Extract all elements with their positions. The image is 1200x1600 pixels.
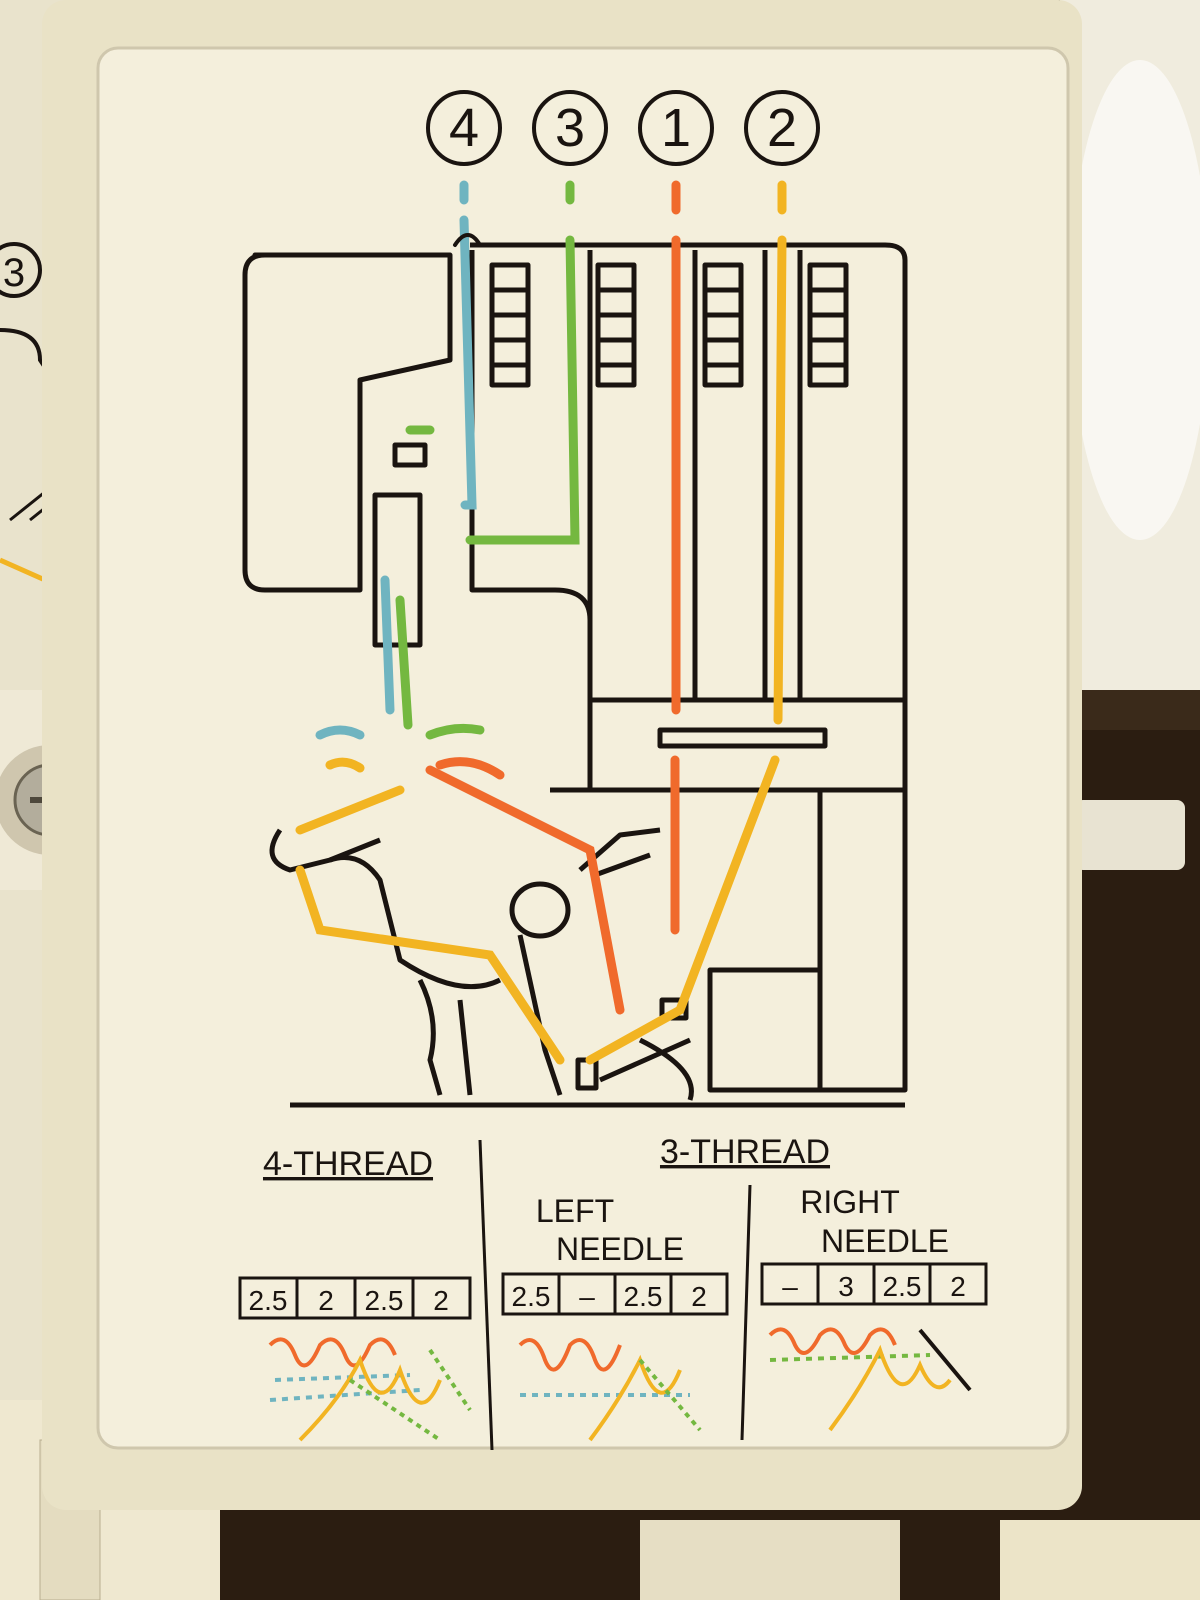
three-thread-heading: 3-THREAD — [660, 1133, 830, 1171]
thread-number-4: 4 — [449, 98, 479, 158]
side-number: 3 — [3, 251, 25, 295]
setting-value: 2.5 — [883, 1271, 922, 1302]
left-needle-label-2: NEEDLE — [556, 1231, 684, 1267]
thread-path-orange — [675, 185, 676, 930]
setting-value: – — [579, 1281, 595, 1312]
right-latch — [1075, 800, 1185, 870]
setting-value: 2.5 — [512, 1281, 551, 1312]
setting-value: 2.5 — [249, 1285, 288, 1316]
left-needle-label-1: LEFT — [536, 1193, 614, 1229]
setting-value: 2 — [433, 1285, 449, 1316]
setting-value: 2 — [950, 1271, 966, 1302]
four-thread-heading: 4-THREAD — [263, 1145, 433, 1183]
right-needle-label-1: RIGHT — [800, 1184, 900, 1220]
setting-value: 2.5 — [624, 1281, 663, 1312]
thread-number-2: 2 — [767, 98, 797, 158]
bottom-center-tab — [640, 1520, 900, 1600]
setting-value: – — [782, 1271, 798, 1302]
thread-number-3: 3 — [555, 98, 585, 158]
setting-value: 2 — [318, 1285, 334, 1316]
setting-value: 2 — [691, 1281, 707, 1312]
thread-blue-tail — [320, 730, 360, 735]
thread-number-1: 1 — [661, 98, 691, 158]
thread-path-blue-needle — [385, 580, 390, 710]
setting-value: 2.5 — [365, 1285, 404, 1316]
setting-value: 3 — [838, 1271, 854, 1302]
bottom-right-tab — [1000, 1520, 1200, 1600]
right-needle-label-2: NEEDLE — [821, 1223, 949, 1259]
